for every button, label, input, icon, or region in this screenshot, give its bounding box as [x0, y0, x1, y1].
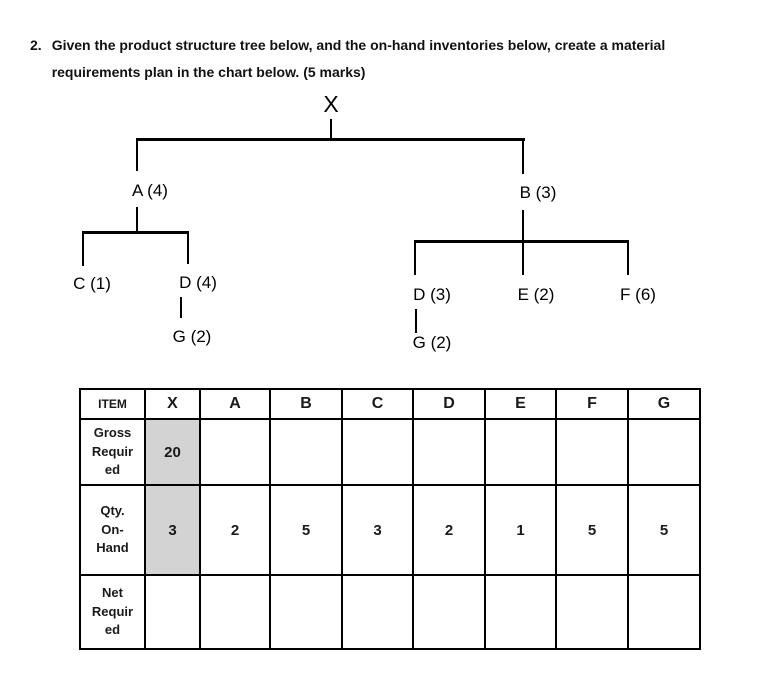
- tree-node-g-under-d4: G (2): [172, 327, 212, 346]
- cell-qty-g: 5: [627, 484, 701, 576]
- cell-net-g: [627, 574, 701, 650]
- tree-connector-d1-drop: [187, 231, 189, 264]
- row-label-net-required: Net Requir ed: [79, 574, 146, 650]
- tree-connector-a-stem: [136, 207, 138, 234]
- cell-net-d: [412, 574, 486, 650]
- tree-connector-b-bar: [414, 240, 629, 243]
- tree-node-b: B (3): [519, 183, 557, 202]
- tree-node-g-under-d3: G (2): [412, 333, 452, 352]
- qty-on-hand-row: Qty. On- Hand 3 2 5 3 2 1 5 5: [79, 484, 701, 576]
- cell-gross-f: [555, 418, 629, 486]
- cell-net-a: [199, 574, 271, 650]
- tree-connector-a-drop: [136, 138, 138, 171]
- tree-connector-c-drop: [82, 231, 84, 266]
- col-header-d: D: [412, 388, 486, 420]
- tree-connector-d2-g: [415, 309, 417, 333]
- cell-net-f: [555, 574, 629, 650]
- net-required-row: Net Requir ed: [79, 574, 701, 650]
- cell-net-e: [484, 574, 557, 650]
- cell-gross-g: [627, 418, 701, 486]
- table-header-row: ITEM X A B C D E F G: [79, 388, 701, 420]
- tree-connector-x-stem: [330, 119, 332, 139]
- product-structure-tree: X A (4) B (3) C (1) D (4) G (2) D (3) E …: [73, 91, 656, 352]
- tree-connector-d1-g: [180, 297, 182, 318]
- tree-node-c: C (1): [73, 274, 111, 293]
- cell-gross-d: [412, 418, 486, 486]
- cell-gross-c: [341, 418, 414, 486]
- cell-gross-b: [269, 418, 343, 486]
- question: 2. Given the product structure tree belo…: [30, 32, 670, 86]
- tree-connector-b-drop: [522, 138, 524, 174]
- mrp-table: ITEM X A B C D E F G Gross Requir ed 20 …: [79, 388, 701, 650]
- cell-gross-e: [484, 418, 557, 486]
- cell-qty-x: 3: [144, 484, 201, 576]
- tree-node-d-under-b: D (3): [413, 285, 451, 304]
- col-header-f: F: [555, 388, 629, 420]
- tree-connector-top: [136, 138, 525, 141]
- tree-node-x: X: [323, 91, 339, 117]
- gross-required-row: Gross Requir ed 20: [79, 418, 701, 486]
- question-text: Given the product structure tree below, …: [51, 37, 666, 80]
- col-header-g: G: [627, 388, 701, 420]
- col-header-x: X: [144, 388, 201, 420]
- col-header-b: B: [269, 388, 343, 420]
- cell-net-b: [269, 574, 343, 650]
- tree-node-e: E (2): [517, 285, 555, 304]
- question-number: 2.: [30, 37, 42, 53]
- col-header-item: ITEM: [79, 388, 146, 420]
- cell-net-c: [341, 574, 414, 650]
- cell-qty-b: 5: [269, 484, 343, 576]
- col-header-e: E: [484, 388, 557, 420]
- cell-qty-f: 5: [555, 484, 629, 576]
- tree-connector-a-bar: [82, 231, 189, 234]
- col-header-c: C: [341, 388, 414, 420]
- tree-connector-f-drop: [627, 240, 629, 275]
- cell-net-x: [144, 574, 201, 650]
- cell-qty-a: 2: [199, 484, 271, 576]
- cell-gross-x: 20: [144, 418, 201, 486]
- tree-node-a: A (4): [132, 181, 168, 200]
- cell-qty-c: 3: [341, 484, 414, 576]
- cell-qty-e: 1: [484, 484, 557, 576]
- cell-qty-d: 2: [412, 484, 486, 576]
- tree-node-d-under-a: D (4): [179, 273, 217, 292]
- cell-gross-a: [199, 418, 271, 486]
- tree-connector-d2-drop: [414, 240, 416, 275]
- row-label-qty-on-hand: Qty. On- Hand: [79, 484, 146, 576]
- tree-node-f: F (6): [620, 285, 656, 304]
- col-header-a: A: [199, 388, 271, 420]
- row-label-gross-required: Gross Requir ed: [79, 418, 146, 486]
